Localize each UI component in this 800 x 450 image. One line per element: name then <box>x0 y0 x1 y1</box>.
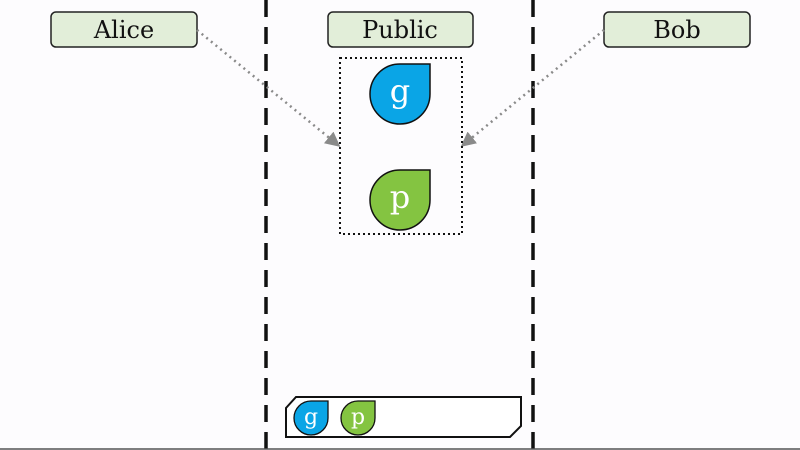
tray-value-g: g <box>293 400 329 436</box>
public-label-box: Public <box>327 11 474 48</box>
public-value-g: g <box>369 63 431 125</box>
drop-g-shape <box>369 63 431 125</box>
tray-drop-g-shape <box>293 400 329 436</box>
tray-drop-p-shape <box>340 400 376 436</box>
tray-drop-g-symbol: g <box>304 405 318 430</box>
bob-label-box: Bob <box>603 11 751 48</box>
drop-g-symbol: g <box>390 72 410 110</box>
arrow-alice-to-public <box>196 29 341 147</box>
alice-label-box: Alice <box>50 11 198 48</box>
drop-p-shape <box>369 169 431 231</box>
bob-label: Bob <box>653 16 700 44</box>
public-values-box <box>339 57 463 235</box>
public-value-p: p <box>369 169 431 231</box>
alice-label: Alice <box>93 16 154 44</box>
arrow-bob-to-public <box>460 29 605 147</box>
public-label: Public <box>362 16 438 44</box>
tray-value-p: p <box>340 400 376 436</box>
tray-drop-p-symbol: p <box>351 405 365 430</box>
drop-p-symbol: p <box>390 178 410 216</box>
